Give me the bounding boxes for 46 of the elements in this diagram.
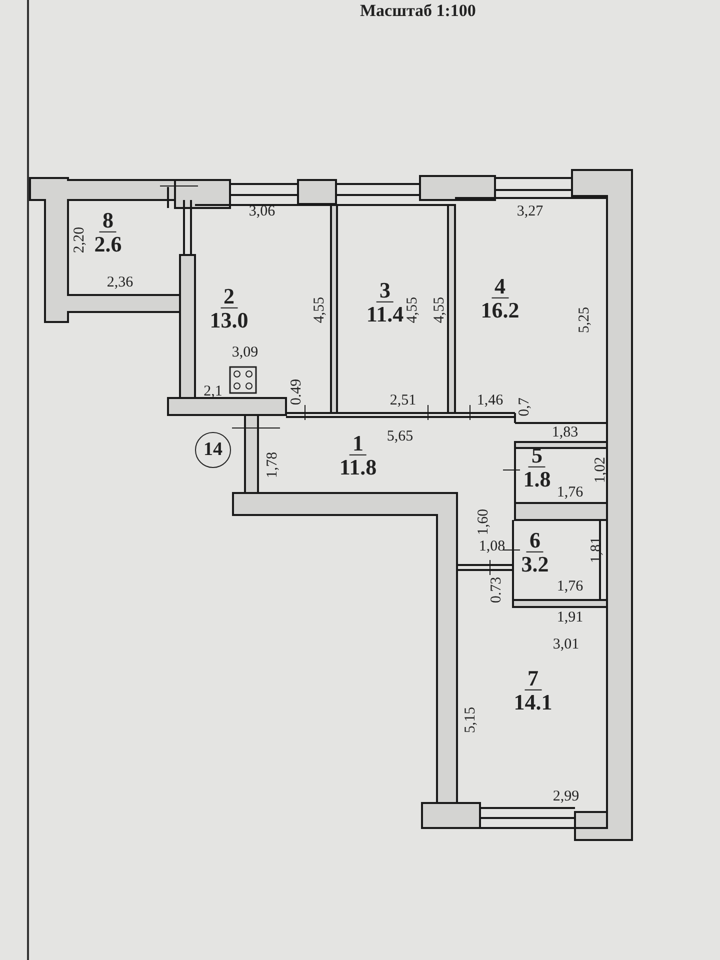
dimension-label: 1,60 bbox=[476, 508, 492, 536]
dimension-label: 3,27 bbox=[516, 204, 544, 220]
dimension-label: 1,76 bbox=[556, 580, 584, 594]
room-area: 11.8 bbox=[339, 456, 377, 479]
scale-title: Масштаб 1:100 bbox=[360, 1, 476, 21]
dimension-label: 5,15 bbox=[464, 706, 478, 734]
dimension-label: 1,91 bbox=[556, 610, 584, 626]
room-area: 3.2 bbox=[521, 552, 549, 576]
dimension-label: 2,20 bbox=[72, 226, 88, 254]
room-area: 1.8 bbox=[523, 468, 551, 491]
circle-marker: 14 bbox=[195, 432, 231, 468]
dimension-label: 2,51 bbox=[390, 394, 416, 408]
room-number: 7 bbox=[524, 666, 542, 690]
room-number: 3 bbox=[376, 278, 394, 302]
room-area: 14.1 bbox=[514, 690, 552, 714]
dimension-label: 1,46 bbox=[476, 394, 504, 408]
dimension-label: 1,83 bbox=[552, 426, 578, 440]
dimension-label: 2,36 bbox=[106, 276, 134, 290]
dimension-label: 1,81 bbox=[590, 536, 604, 564]
room-number: 4 bbox=[492, 274, 508, 298]
dimension-label: 5,25 bbox=[578, 306, 592, 334]
dimension-label: 3,01 bbox=[552, 638, 580, 652]
room-area: 11.4 bbox=[366, 302, 404, 326]
room-number: 5 bbox=[528, 443, 546, 468]
dimension-label: 4,55 bbox=[312, 296, 328, 324]
dimension-label: 5,65 bbox=[386, 430, 414, 444]
room-area: 16.2 bbox=[480, 298, 520, 322]
dimension-label: 4,55 bbox=[432, 296, 448, 324]
dimension-label: 0.49 bbox=[290, 378, 304, 406]
dimension-label: 3,06 bbox=[248, 204, 276, 220]
room-number: 1 bbox=[350, 431, 366, 456]
dimension-label: 2,1 bbox=[204, 384, 222, 400]
dimension-label: 0.73 bbox=[490, 576, 504, 604]
dimension-label: 1,08 bbox=[478, 540, 506, 554]
dimension-label: 0,7 bbox=[518, 398, 532, 416]
room-area: 13.0 bbox=[210, 308, 248, 332]
dimension-label: 1,78 bbox=[266, 452, 280, 478]
room-number: 8 bbox=[100, 208, 116, 232]
dimension-label: 4,55 bbox=[406, 296, 420, 324]
dimension-label: 2,99 bbox=[552, 790, 580, 804]
room-number: 6 bbox=[526, 528, 544, 552]
dimension-label: 3,09 bbox=[232, 346, 258, 360]
dimension-label: 1,02 bbox=[594, 456, 608, 484]
dimension-label: 1,76 bbox=[556, 486, 584, 500]
room-number: 2 bbox=[220, 284, 238, 308]
room-area: 2.6 bbox=[94, 232, 122, 256]
